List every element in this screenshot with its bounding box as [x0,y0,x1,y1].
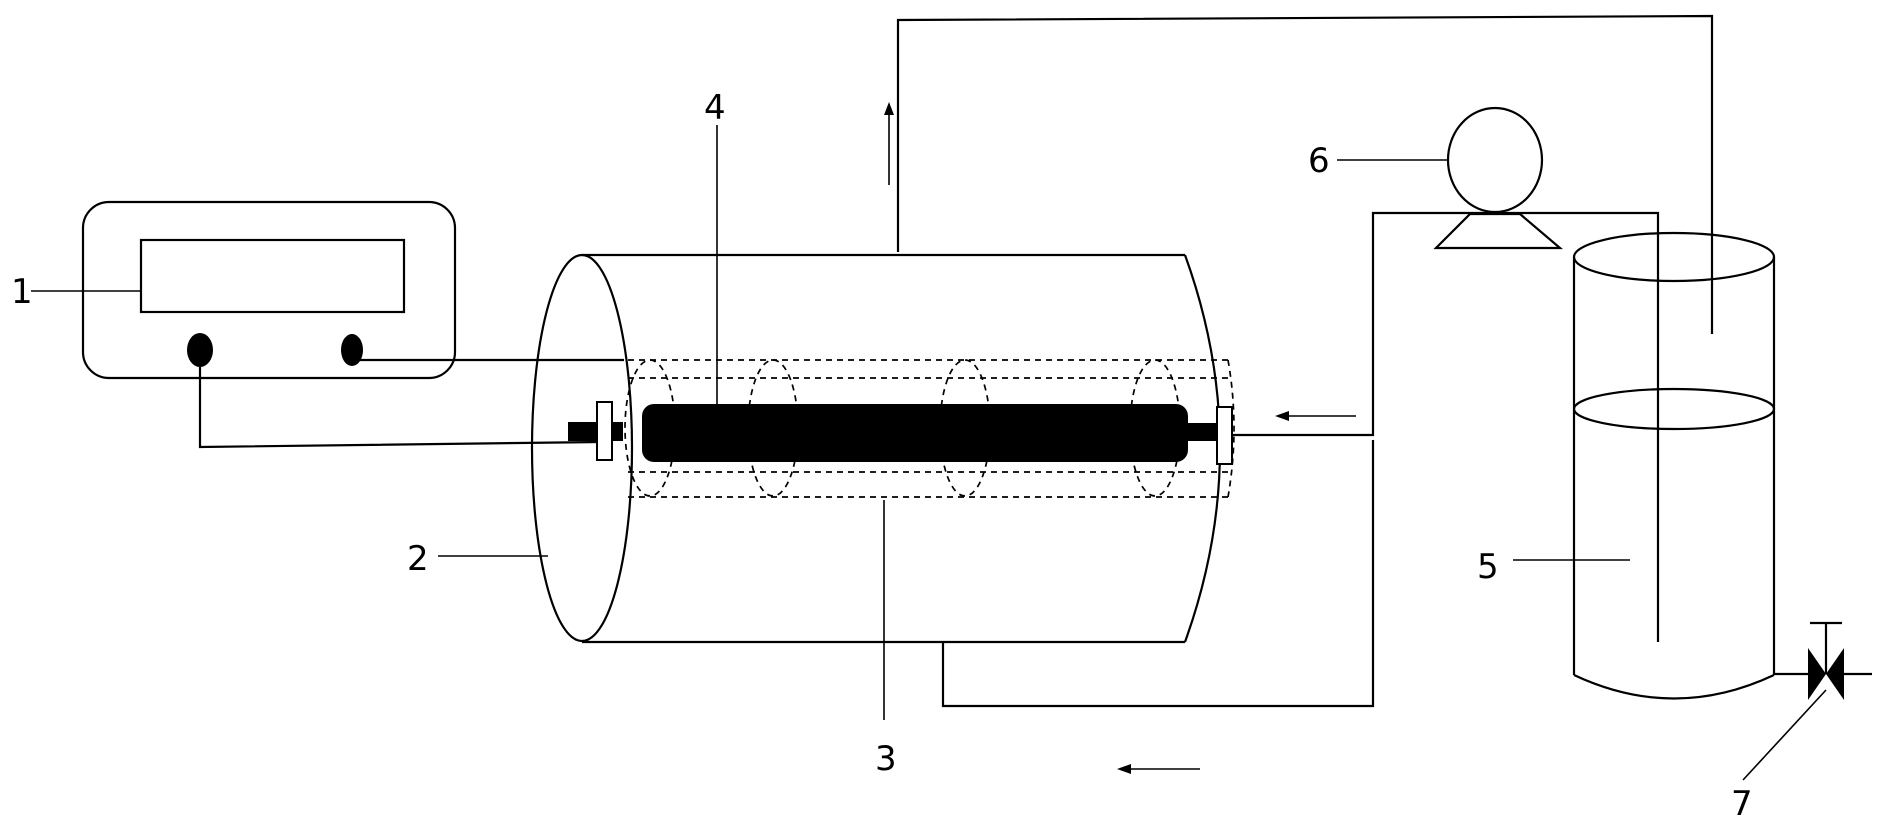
wire-left-terminal [198,367,601,449]
tank-top [1572,231,1776,283]
reactor-right-face [1183,254,1222,643]
reactor-cylinder [530,253,1222,644]
tank [1572,231,1776,700]
pump-icon [1433,106,1563,250]
label-5: 5 [1477,547,1499,587]
electrode-rod [568,401,1233,465]
arrow-icon [884,102,894,185]
label-1: 1 [11,272,33,312]
power-supply-terminal-left [187,333,213,367]
arrow-icon [1117,764,1200,774]
electrode-right-clamp [1216,406,1233,465]
pipe-inlet-right [1233,211,1660,642]
power-supply-terminal-right [341,334,363,366]
electrode-left-clamp [596,401,613,461]
pipe-outlet-top [896,14,1714,334]
pipe-bottom-return [941,440,1375,708]
tank-bottom [1573,674,1775,700]
label-3: 3 [875,739,897,779]
power-supply [81,200,457,380]
leader-line-7 [1742,689,1827,781]
tank-liquid-level [1572,387,1776,431]
label-4: 4 [704,88,726,128]
arrow-icon [1275,411,1356,421]
valve-icon [1774,621,1872,700]
power-supply-display [139,238,406,314]
label-6: 6 [1308,141,1330,181]
reactor-left-face [530,253,634,643]
label-2: 2 [407,539,429,579]
label-7: 7 [1731,784,1753,824]
